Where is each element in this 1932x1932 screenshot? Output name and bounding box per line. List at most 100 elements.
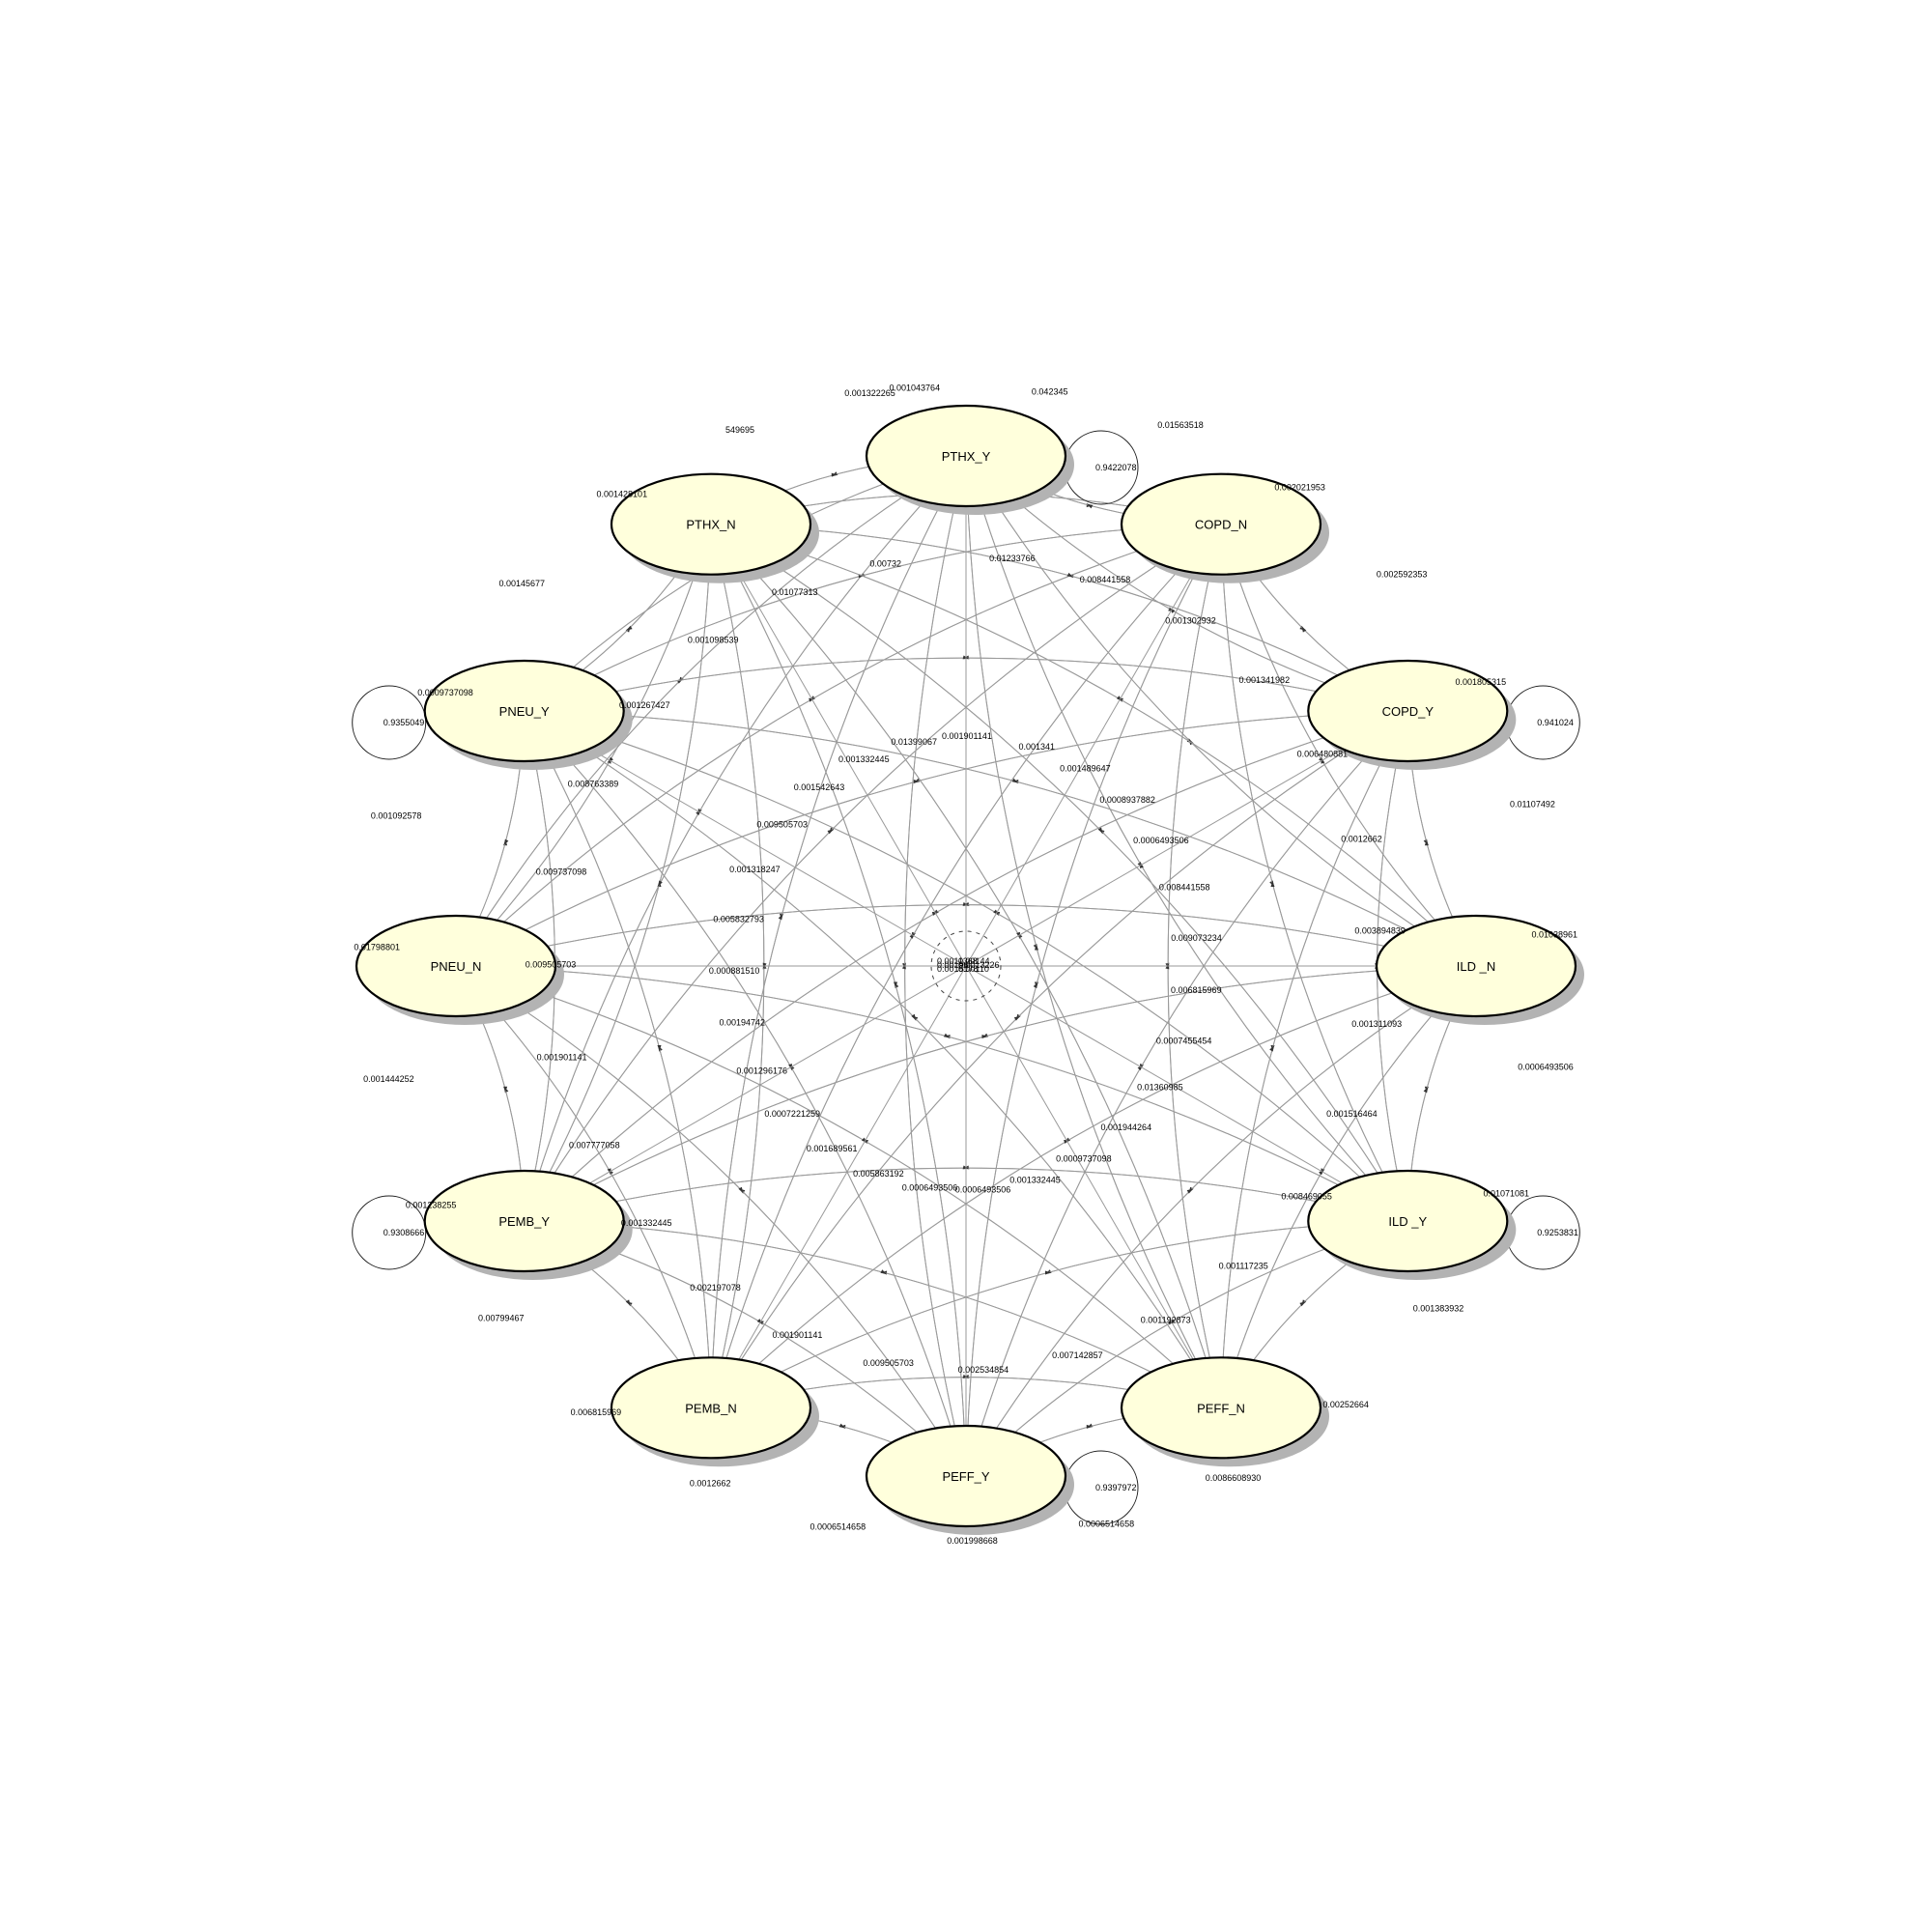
hub-edge [965, 965, 1222, 1408]
state-node-ild_n: ILD _N [1375, 914, 1584, 1025]
edge-arrowhead [913, 779, 920, 783]
self-loop-pneu_y [352, 685, 427, 760]
edge-arrowhead [1299, 1301, 1306, 1307]
self-loop-probability: 0.9253831 [1537, 1228, 1578, 1237]
hub-edge [965, 965, 1408, 1222]
edge-probability-label: 0.001341982 [1239, 675, 1291, 685]
edge-arrowhead [880, 1269, 887, 1274]
edge-probability-label: 0.002197078 [690, 1283, 741, 1293]
hub-probability-label: 0.0015178 [937, 964, 979, 974]
edge-arrowhead [931, 912, 939, 916]
edge-probability-label: 0.005832793 [713, 914, 764, 923]
edge-probability-label: 0.042345 [1032, 386, 1068, 396]
hub-edge [965, 710, 1408, 967]
state-node-pthx_y: PTHX_Y [865, 404, 1074, 515]
node-ellipse [1120, 1356, 1322, 1460]
edge-probability-label: 0.001489647 [1060, 763, 1111, 773]
edge-arrowhead [608, 756, 613, 763]
node-ellipse [1120, 472, 1322, 576]
node-ellipse [1307, 659, 1509, 763]
edge-probability-label: 0.007777058 [569, 1140, 620, 1150]
edge-probability-label: 0.001238255 [406, 1200, 457, 1209]
edge-probability-label: 0.0006493506 [955, 1185, 1011, 1195]
edge-probability-label: 0.008469055 [1281, 1191, 1332, 1201]
edge-probability-label: 0.001092578 [371, 811, 422, 821]
transition-edge [710, 524, 967, 1477]
edge-probability-label: 0.006480881 [1297, 749, 1349, 758]
edge-arrowhead [1097, 827, 1103, 834]
edge-probability-label: 0.01360985 [1137, 1083, 1183, 1093]
state-node-pthx_n: PTHX_N [610, 472, 819, 583]
edge-arrowhead [1137, 1065, 1144, 1071]
edge-probability-label: 0.01563518 [1157, 420, 1204, 430]
edge-probability-label: 0.01233766 [989, 554, 1036, 563]
edge-arrowhead [1013, 1015, 1020, 1021]
edge-probability-label: 0.008763389 [568, 779, 619, 788]
node-ellipse [865, 404, 1067, 508]
edge-arrowhead [1169, 608, 1176, 613]
hub-probability-label: 0.00110 [958, 964, 989, 974]
edge-probability-label: 0.002021953 [1274, 482, 1325, 492]
hub-probability-label: 0.00144 [958, 956, 990, 966]
node-ellipse [1375, 914, 1577, 1018]
edge-probability-label: 0.002534854 [958, 1365, 1009, 1375]
hub-edge [524, 965, 967, 1222]
hub-probability-label: 0.0011368 [937, 956, 978, 966]
edge-probability-label: 0.01798801 [354, 943, 400, 952]
edge-probability-label: 0.001098539 [688, 636, 739, 645]
edge-probability-label: 0.000881510 [709, 966, 760, 976]
edge-probability-label: 0.01077313 [772, 587, 818, 597]
node-label: PEMB_Y [498, 1214, 550, 1229]
edge-arrowhead [1321, 757, 1325, 764]
edge-arrowhead [1319, 1169, 1324, 1176]
edge-arrowhead [1423, 1087, 1429, 1094]
edge-probability-label: 0.00732 [869, 559, 901, 569]
edge-arrowhead [993, 909, 999, 916]
edge-arrowhead [657, 1044, 662, 1051]
edge-probability-label: 0.0012662 [690, 1479, 731, 1489]
node-label: COPD_N [1195, 518, 1247, 532]
edge-probability-label: 0.01071081 [1484, 1189, 1530, 1199]
edge-arrowhead [626, 625, 633, 631]
edge-probability-label: 0.002592353 [1377, 570, 1428, 580]
edge-probability-label: 0.001192873 [1141, 1316, 1191, 1325]
edge-probability-label: 0.001311093 [1351, 1019, 1402, 1029]
edge-arrowhead [625, 1299, 631, 1306]
state-node-copd_y: COPD_Y [1307, 659, 1517, 770]
edge-arrowhead [1033, 981, 1038, 989]
edge-arrowhead [1270, 881, 1275, 888]
edge-probability-label: 0.0009737098 [417, 688, 473, 697]
edge-probability-label: 0.001117235 [1219, 1262, 1268, 1271]
edge-probability-label: 0.001901141 [942, 731, 992, 741]
state-node-ild_y: ILD _Y [1307, 1169, 1517, 1280]
edge-probability-label: 0.0086608930 [1206, 1473, 1262, 1483]
edge-probability-label: 0.0006514658 [810, 1522, 867, 1532]
edge-probability-label: 0.0008937882 [1099, 795, 1155, 805]
transition-edge [1220, 524, 1408, 1222]
edge-arrowhead [1086, 1424, 1093, 1429]
node-ellipse [1307, 1169, 1509, 1273]
edge-probability-label: 0.001332445 [621, 1218, 672, 1228]
edge-probability-label: 0.001444252 [363, 1074, 414, 1084]
edge-arrowhead [1016, 931, 1020, 939]
edge-arrowhead [827, 829, 834, 835]
edge-probability-label: 0.001332445 [1009, 1176, 1061, 1185]
self-loop-probability: 0.9308666 [384, 1228, 425, 1237]
edge-arrowhead [911, 1013, 917, 1020]
node-label: ILD _N [1457, 959, 1495, 974]
edge-arrowhead [1011, 778, 1018, 783]
state-node-peff_y: PEFF_Y [865, 1424, 1074, 1535]
edge-arrowhead [1269, 1045, 1274, 1052]
edge-probability-label: 0.0007221259 [764, 1109, 820, 1119]
edge-arrowhead [1034, 944, 1038, 951]
edge-arrowhead [503, 838, 509, 845]
edge-probability-label: 0.003894839 [1354, 925, 1406, 935]
edge-probability-label: 0.001901141 [772, 1330, 822, 1340]
edge-probability-label: 0.0006493506 [1133, 836, 1189, 845]
state-node-pneu_n: PNEU_N [355, 914, 564, 1025]
hub-edge [710, 524, 967, 967]
edge-arrowhead [658, 880, 663, 887]
hub-edge [710, 965, 967, 1408]
